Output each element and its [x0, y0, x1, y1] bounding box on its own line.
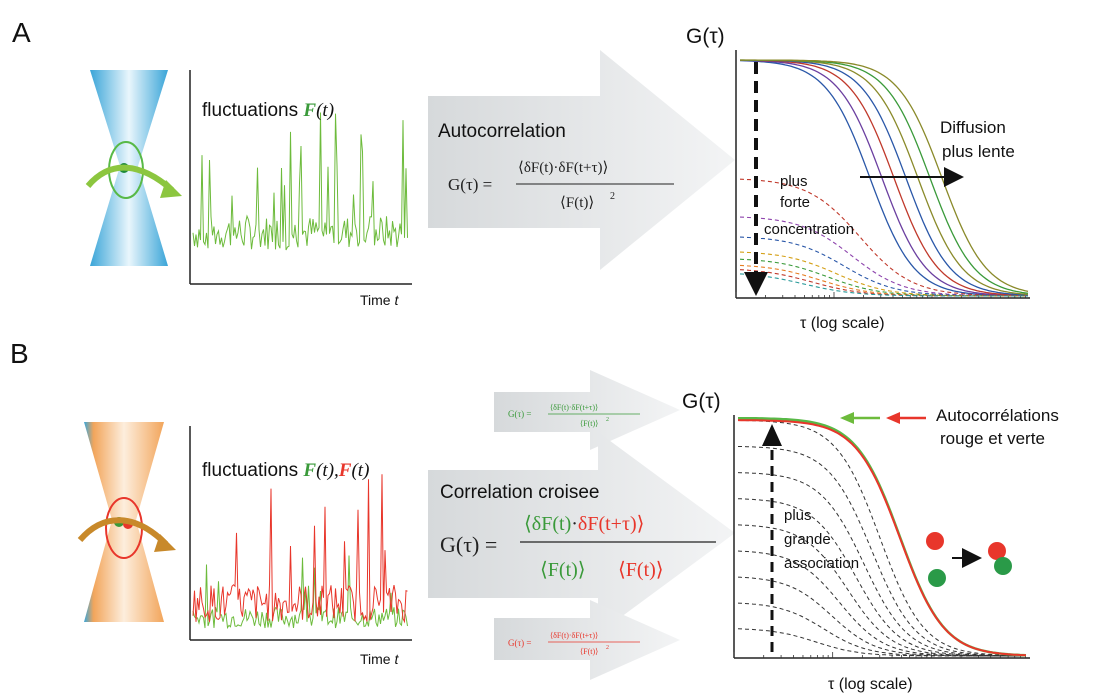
autocorrelation-curve: [740, 59, 1029, 297]
svg-text:2: 2: [610, 191, 615, 202]
svg-text:⟨F(t)⟩: ⟨F(t)⟩: [618, 559, 664, 581]
fluctuation-trace-green: [192, 555, 408, 630]
autocorrelation-curve: [740, 59, 1029, 297]
time-axis-label-b: Time t: [360, 651, 399, 667]
focal-volume-orange-icon: [77, 422, 176, 622]
svg-text:⟨F(t)⟩: ⟨F(t)⟩: [580, 419, 598, 428]
autocorrelation-curve: [739, 59, 1028, 297]
panel-a: A fluctuations F(t) Time t Autocorrelati…: [12, 17, 1030, 332]
svg-text:⟨δF(t)·δF(t+τ)⟩: ⟨δF(t)·δF(t+τ)⟩: [550, 631, 598, 640]
autocorr-label-1: Autocorrélations: [936, 406, 1059, 425]
svg-text:⟨F(t)⟩: ⟨F(t)⟩: [560, 195, 594, 211]
svg-text:⟨δF(t)·δF(t+τ)⟩: ⟨δF(t)·δF(t+τ)⟩: [550, 403, 598, 412]
concentration-curve: [739, 236, 1028, 297]
cross-correlation-curve: [737, 550, 1026, 657]
svg-text:G(τ) =: G(τ) =: [508, 638, 531, 648]
green-left-arrowhead: [840, 412, 854, 424]
g-tau-chart-a: G(τ) Diffusion plus lente plus forte con…: [686, 25, 1030, 332]
svg-text:⟨F(t)⟩: ⟨F(t)⟩: [580, 647, 598, 656]
arrow-title-b: Correlation croisee: [440, 482, 599, 503]
formula-a: G(τ) = ⟨δF(t)·δF(t+τ)⟩ ⟨F(t)⟩ 2: [448, 160, 674, 211]
process-arrow-b: [428, 432, 735, 634]
cross-correlation-curve: [737, 524, 1026, 657]
panel-b-label: B: [10, 338, 29, 369]
cross-correlation-curve: [737, 576, 1026, 657]
concentration-curve: [739, 273, 1028, 297]
cross-correlation-curve: [737, 602, 1026, 657]
process-arrow-a: [428, 50, 735, 270]
concentration-label-3: concentration: [764, 221, 854, 238]
autocorr-label-2: rouge et verte: [940, 429, 1045, 448]
diffusion-label-1: Diffusion: [940, 118, 1006, 137]
svg-text:2: 2: [606, 645, 609, 651]
panel-a-label: A: [12, 17, 31, 48]
binding-schematic-icon: [926, 532, 1012, 587]
autocorrelation-curve: [738, 416, 1027, 657]
small-arrow-bottom: [494, 600, 680, 680]
svg-text:⟨δF(t)·δF(t+τ)⟩: ⟨δF(t)·δF(t+τ)⟩: [524, 513, 644, 535]
svg-text:G(τ) =: G(τ) =: [448, 175, 492, 194]
formula-b: G(τ) = ⟨δF(t)·δF(t+τ)⟩ ⟨F(t)⟩ ⟨F(t)⟩: [440, 513, 716, 581]
svg-text:⟨F(t)⟩: ⟨F(t)⟩: [540, 559, 586, 581]
focal-volume-blue-icon: [85, 70, 182, 266]
small-arrow-top: [494, 370, 680, 450]
svg-text:2: 2: [606, 417, 609, 423]
time-axis-label-a: Time t: [360, 292, 399, 308]
red-left-arrowhead: [886, 412, 900, 424]
x-label-b: τ (log scale): [828, 676, 913, 693]
svg-text:G(τ) =: G(τ) =: [508, 409, 531, 419]
autocorrelation-curve: [737, 419, 1027, 657]
concentration-curve: [739, 264, 1028, 297]
g-label-b: G(τ): [682, 390, 721, 413]
concentration-label-1: plus: [780, 173, 808, 190]
cross-correlation-curve: [737, 472, 1026, 657]
fluct-title-b: fluctuations F(t),F(t): [202, 460, 369, 481]
g-label-a: G(τ): [686, 25, 725, 48]
fluct-title-a: fluctuations F(t): [202, 100, 334, 121]
fluctuation-trace-green: [192, 112, 408, 251]
g-tau-chart-b: G(τ) Autocorrélations rouge et verte plu…: [682, 390, 1059, 693]
association-label-1: plus: [784, 507, 812, 524]
arrow-title-a: Autocorrelation: [438, 121, 566, 142]
x-label-a: τ (log scale): [800, 315, 885, 332]
concentration-curve: [739, 258, 1028, 297]
association-arrowhead: [762, 424, 782, 446]
svg-text:G(τ) =: G(τ) =: [440, 532, 497, 557]
association-label-2: grande: [784, 531, 831, 548]
svg-text:⟨δF(t)·δF(t+τ)⟩: ⟨δF(t)·δF(t+τ)⟩: [518, 160, 608, 176]
fluctuation-trace-red: [192, 474, 408, 624]
formula-red-small: G(τ) = ⟨δF(t)·δF(t+τ)⟩ ⟨F(t)⟩ 2: [508, 631, 640, 656]
diffusion-label-2: plus lente: [942, 142, 1015, 161]
concentration-arrowhead: [744, 272, 768, 296]
association-label-3: association: [784, 555, 859, 572]
cross-correlation-curve: [738, 446, 1026, 657]
fluctuation-plot-b: fluctuations F(t),F(t) Time t: [189, 426, 412, 667]
formula-green-small: G(τ) = ⟨δF(t)·δF(t+τ)⟩ ⟨F(t)⟩ 2: [508, 403, 640, 428]
cross-correlation-curve: [738, 419, 1027, 657]
fluctuation-plot-a: fluctuations F(t) Time t: [189, 70, 412, 308]
concentration-label-2: forte: [780, 194, 810, 211]
panel-b: B fluctuations F(t),F(t) Time t G(τ) = ⟨…: [10, 338, 1059, 693]
autocorrelation-curve: [740, 59, 1029, 293]
